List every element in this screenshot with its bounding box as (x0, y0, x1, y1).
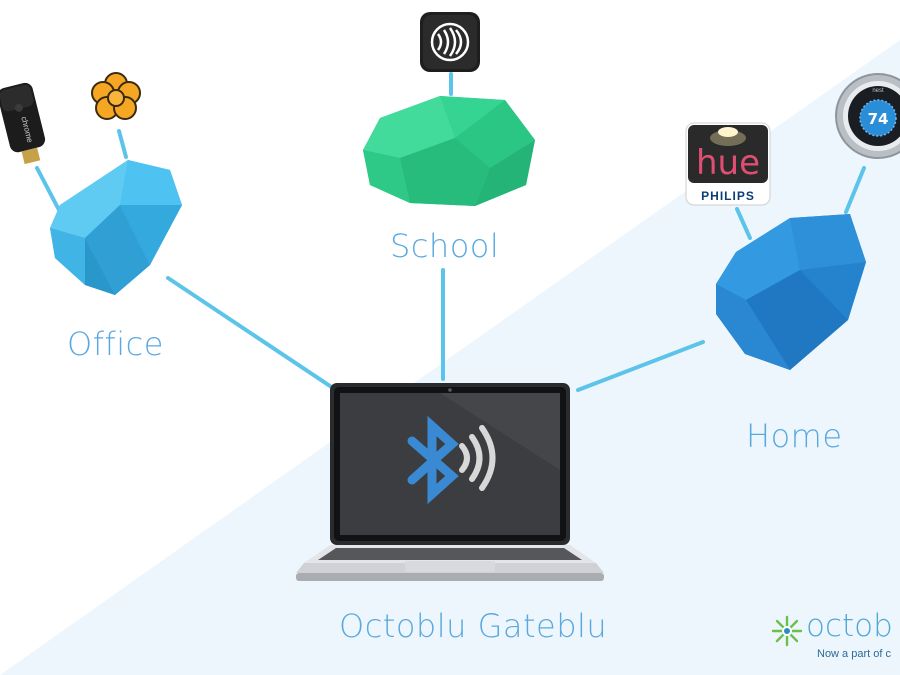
hue-wordmark: hue (696, 143, 760, 183)
hue-brand: PHILIPS (701, 189, 755, 203)
connector-flower-office (117, 129, 128, 159)
office-beacon[interactable] (50, 160, 182, 295)
brand-tagline: Now a part of c (817, 648, 891, 660)
thermostat-brand: nest (872, 88, 884, 94)
nfc-icon[interactable] (420, 12, 480, 72)
school-label: School (390, 227, 500, 265)
connector-chromecast-office (35, 166, 61, 212)
connector-hue-home (735, 207, 752, 240)
connector-nest-home (844, 166, 866, 214)
laptop-gateway[interactable] (296, 383, 604, 581)
hue-icon[interactable]: hue PHILIPS (685, 122, 771, 206)
brand-logo[interactable]: octob Now a part of c (770, 612, 900, 662)
bluetooth-icon (407, 415, 496, 505)
background-wedge (0, 40, 900, 675)
connector-office-gateway (166, 276, 335, 390)
gateway-label: Octoblu Gateblu (339, 607, 608, 645)
thermostat-temperature: 74 (868, 110, 889, 128)
connectors (35, 72, 866, 392)
thermostat-icon[interactable]: 74 nest (835, 73, 900, 159)
flower-icon[interactable] (91, 72, 141, 120)
chromecast-icon[interactable]: chrome (0, 81, 50, 166)
office-label: Office (67, 325, 164, 363)
home-label: Home (746, 417, 843, 455)
home-beacon[interactable] (716, 214, 866, 370)
connector-home-gateway (576, 340, 705, 392)
octoblu-logo-icon (771, 615, 803, 647)
brand-name: octob (806, 612, 893, 644)
school-beacon[interactable] (363, 96, 535, 206)
